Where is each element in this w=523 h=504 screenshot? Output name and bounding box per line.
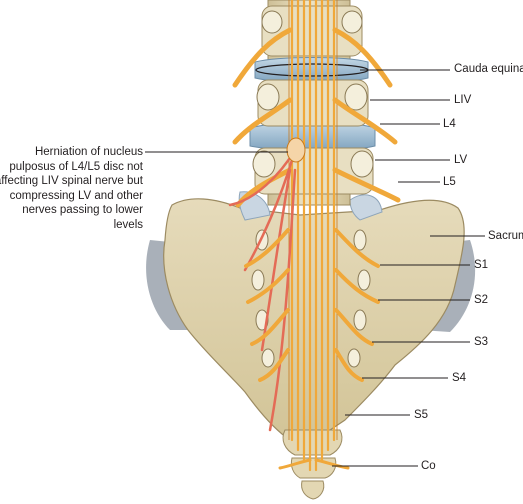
label-co: Co xyxy=(421,460,436,472)
left-sacral-nerves xyxy=(244,228,290,382)
leader-lines xyxy=(145,69,485,467)
coccyx-3 xyxy=(301,480,325,500)
label-herniation-note: Herniation of nucleus pulposus of L4/L5 … xyxy=(0,146,143,231)
label-liv: LIV xyxy=(454,94,472,106)
left-pedicle-2 xyxy=(256,83,280,111)
right-spinal-nerves xyxy=(332,27,401,203)
right-pedicle-1 xyxy=(341,10,363,34)
label-s2: S2 xyxy=(474,294,489,306)
cauda-equina-bundle xyxy=(290,0,336,472)
sacrum-bone xyxy=(163,198,465,441)
right-pedicle-3 xyxy=(350,150,374,178)
label-s3: S3 xyxy=(474,336,489,348)
herniation-bulge xyxy=(286,137,306,163)
label-l4: L4 xyxy=(443,118,456,130)
left-pedicle-3 xyxy=(252,150,276,178)
right-pedicle-2 xyxy=(344,83,368,111)
label-s4: S4 xyxy=(452,372,467,384)
left-pedicle-1 xyxy=(261,10,283,34)
right-sacral-nerves xyxy=(334,228,380,382)
label-l5: L5 xyxy=(443,176,456,188)
label-cauda-equina: Cauda equina xyxy=(454,63,523,75)
cauda-equina-outline xyxy=(288,0,338,440)
coccygeal-nerves xyxy=(278,458,350,470)
label-s1: S1 xyxy=(474,259,489,271)
right-sacral-foramina xyxy=(347,229,371,368)
right-ala xyxy=(349,194,383,221)
label-lv: LV xyxy=(454,154,468,166)
coccyx-2 xyxy=(290,457,337,479)
disc-upper xyxy=(254,57,369,83)
label-sacrum: Sacrum xyxy=(488,230,523,242)
label-s5: S5 xyxy=(414,409,429,421)
